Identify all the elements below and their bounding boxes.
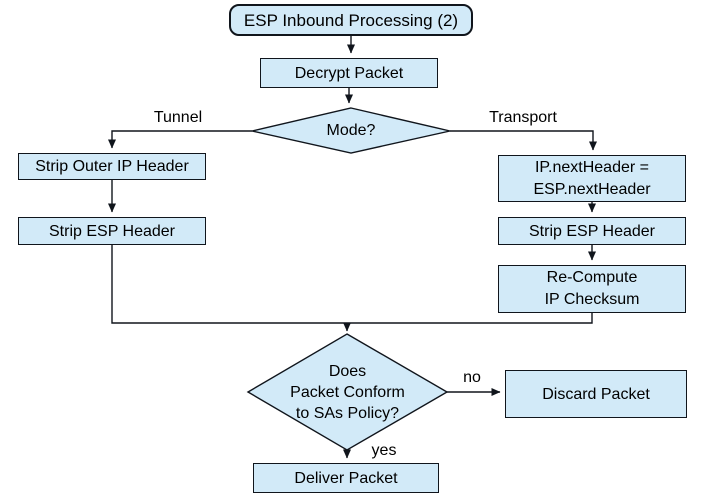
recompute-checksum-line1: Re-Compute (546, 269, 638, 286)
strip-outer-ip-label: Strip Outer IP Header (35, 158, 189, 175)
recompute-checksum-line2: IP Checksum (544, 291, 640, 308)
edge-label-transport: Transport (489, 109, 557, 126)
edge-merge-bus (111, 245, 593, 324)
strip-esp-transport-label: Strip ESP Header (529, 222, 655, 240)
ip-next-header-node: IP.nextHeader = ESP.nextHeader (498, 155, 686, 202)
discard-packet-node: Discard Packet (505, 370, 687, 418)
deliver-packet-node: Deliver Packet (253, 463, 439, 493)
mode-decision-diamond (251, 107, 451, 154)
start-node: ESP Inbound Processing (2) (229, 4, 473, 36)
discard-packet-label: Discard Packet (542, 385, 650, 403)
strip-outer-ip-node: Strip Outer IP Header (18, 153, 206, 180)
strip-esp-tunnel-label: Strip ESP Header (49, 222, 175, 240)
start-node-label: ESP Inbound Processing (2) (243, 10, 459, 30)
recompute-checksum-node: Re-Compute IP Checksum (498, 265, 686, 313)
ip-next-header-line1: IP.nextHeader = (534, 158, 649, 176)
ip-next-header-line2: ESP.nextHeader (533, 180, 651, 198)
edge-mode-to-tunnel-branch (108, 130, 252, 149)
edge-label-no: no (463, 369, 481, 386)
policy-decision-diamond (246, 333, 449, 451)
edge-mode-to-transport-branch (450, 130, 597, 151)
edge-label-yes: yes (371, 442, 397, 459)
decrypt-packet-label: Decrypt Packet (294, 64, 404, 82)
strip-esp-tunnel-node: Strip ESP Header (18, 217, 206, 245)
decrypt-packet-node: Decrypt Packet (260, 58, 438, 88)
edge-label-tunnel: Tunnel (153, 109, 203, 126)
strip-esp-transport-node: Strip ESP Header (498, 217, 686, 245)
deliver-packet-label: Deliver Packet (294, 469, 398, 487)
